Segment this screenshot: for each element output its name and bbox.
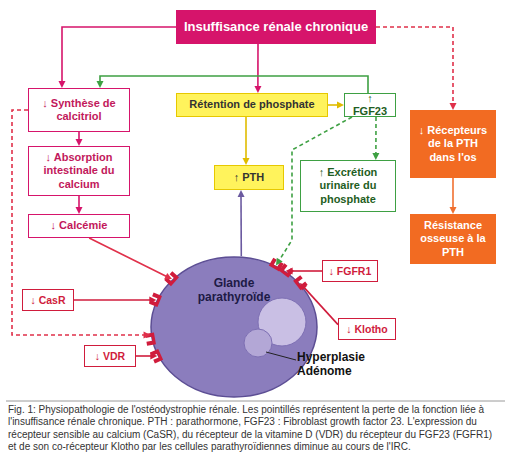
- arrow-head: [149, 297, 156, 304]
- node-text: Résistance osseuse à la PTH: [414, 219, 492, 259]
- arrow-head: [300, 283, 307, 291]
- connector-arrow: [328, 102, 344, 109]
- arrow-head: [450, 207, 457, 214]
- connector-line: [136, 355, 151, 357]
- process-box: ↑ PTH: [214, 165, 284, 190]
- receptor-label: ↓ Klotho: [338, 318, 396, 340]
- process-box: ↑ Excrétion urinaire du phosphate: [300, 160, 396, 212]
- node-text: Insuffisance rénale chronique: [184, 19, 368, 35]
- connector-arrow: [12, 110, 151, 339]
- arrow-head: [76, 139, 83, 146]
- connector-arrow: [300, 283, 338, 325]
- connector-arrow: [136, 352, 157, 359]
- connector-line: [257, 44, 259, 87]
- node-text: ↑ PTH: [234, 171, 265, 184]
- node-text: ↓ VDR: [95, 350, 125, 363]
- connector-arrow: [89, 238, 172, 279]
- connector-line: [12, 110, 145, 335]
- connector-arrow: [376, 27, 457, 110]
- annotation: Hyperplasie Adénome: [297, 350, 369, 379]
- node-text: ↓ FGFR1: [329, 265, 372, 278]
- connector-arrow: [286, 267, 322, 274]
- receptor-label: ↓ CasR: [22, 289, 74, 311]
- node-text: ↓ Synthèse de calcitriol: [33, 97, 125, 123]
- process-box: ↓ Synthèse de calcitriol: [28, 88, 130, 132]
- arrow-head: [276, 258, 283, 266]
- node-text: ↑ Excrétion urinaire du phosphate: [305, 166, 391, 206]
- node-text: ↓ Récepteurs de la PTH dans l'os: [414, 124, 492, 164]
- arrow-head: [76, 207, 83, 214]
- connector-arrow: [450, 178, 457, 214]
- connector-line: [78, 196, 80, 208]
- arrow-head: [254, 86, 261, 93]
- process-box: Résistance osseuse à la PTH: [410, 214, 496, 264]
- connector-arrow: [76, 132, 83, 146]
- title-box: Insuffisance rénale chronique: [176, 10, 376, 44]
- node-text: ↓ CasR: [30, 294, 65, 307]
- connector-line: [100, 76, 368, 93]
- arrow-head: [150, 352, 157, 359]
- arrow-head: [242, 158, 249, 165]
- node-text: ↓ Klotho: [346, 323, 387, 336]
- process-box: ↓ Récepteurs de la PTH dans l'os: [410, 110, 496, 178]
- arrow-head: [286, 267, 293, 274]
- connector-arrow: [238, 190, 245, 256]
- arrow-head: [337, 102, 344, 109]
- connector-line: [245, 117, 247, 159]
- connector-line: [452, 178, 454, 208]
- connector-line: [304, 287, 338, 324]
- process-box: Rétention de phosphate: [176, 93, 328, 117]
- connector-line: [89, 238, 166, 277]
- connector-arrow: [76, 196, 83, 214]
- node-text: ↑ FGF23: [349, 92, 391, 118]
- receptor-label: ↓ FGFR1: [322, 260, 378, 282]
- connector-line: [376, 27, 453, 104]
- connector-arrow: [276, 117, 352, 266]
- connector-line: [74, 299, 150, 301]
- arrow-head: [97, 81, 104, 88]
- caption-rule: [6, 401, 505, 402]
- arrow-head: [144, 332, 151, 339]
- connector-arrow: [58, 27, 176, 88]
- process-box: ↓ Absorption intestinale du calcium: [28, 146, 130, 196]
- node-text: Glande parathyroïde: [186, 276, 282, 305]
- node-text: ↓ Calcémie: [51, 219, 108, 232]
- connector-arrow: [97, 76, 368, 93]
- connector-arrow: [254, 44, 261, 93]
- arrow-head: [238, 190, 245, 197]
- figure-caption: Fig. 1: Physiopathologie de l'ostéodystr…: [8, 404, 503, 454]
- connector-line: [62, 27, 176, 82]
- node-text: Rétention de phosphate: [189, 98, 314, 111]
- connector-line: [292, 270, 322, 272]
- process-box: ↓ Calcémie: [28, 214, 130, 238]
- connector-line: [240, 196, 242, 256]
- gland-shape: [151, 257, 317, 397]
- connector-arrow: [372, 117, 379, 160]
- arrow-head: [58, 81, 65, 88]
- receptor-label: ↓ VDR: [84, 345, 136, 367]
- connector-arrow: [242, 117, 249, 165]
- connector-arrow: [74, 297, 156, 304]
- arrow-head: [372, 153, 379, 160]
- arrow-head: [450, 103, 457, 110]
- connector-line: [279, 117, 352, 260]
- connector-line: [78, 132, 80, 140]
- connector-line: [375, 117, 377, 154]
- arrow-head: [164, 273, 172, 279]
- process-box: ↑ FGF23: [344, 93, 396, 117]
- node-text: ↓ Absorption intestinale du calcium: [33, 151, 125, 191]
- connector-line: [328, 104, 338, 106]
